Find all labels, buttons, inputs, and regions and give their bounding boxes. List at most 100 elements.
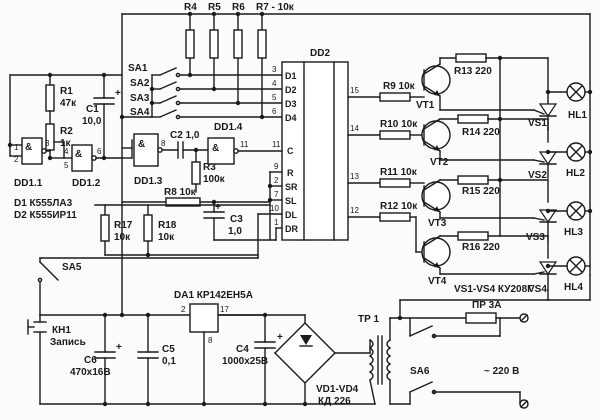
dd2-pin-dl: DL [285,210,297,220]
output-return-rails [397,55,591,321]
resistor-r16-label: R16 220 [462,242,500,253]
capacitor-c1-label: C1 [86,104,99,115]
thyristor-vs2-label: VS2 [528,170,547,181]
capacitor-c4: C4 1000x25В + [222,312,283,405]
bridge-type: КД 226 [318,396,351,407]
dd2-pin-dr: DR [285,224,298,234]
pin-number: 11 [240,140,249,149]
gate-and-symbol: & [75,149,82,160]
switch-sa1-label: SA1 [128,63,148,74]
pin-number: 1 [14,143,19,152]
pin-number: 2 [181,305,186,314]
gate-and-symbol: & [25,142,32,153]
resistor-label: R4 [184,2,197,13]
resistor-r10-label: R10 10к [380,119,418,130]
resistor-r18-value: 10к [158,232,175,243]
parts-list-line-1: D1 К555ЛА3 [14,198,73,209]
resistor-r2-value: 1к [60,138,72,149]
lamp-hl1-label: HL1 [568,110,587,121]
pin-number: 3 [45,139,50,148]
switch-sa5-label: SA5 [62,262,82,273]
output-channel-1: R9 10к R13 220 VT1 VS1 HL1 [347,53,593,131]
button-kn1-label: КН1 [52,325,71,336]
pin-number: 3 [272,65,277,74]
pin-number: 2 [14,155,19,164]
output-channel-4: R12 10к R16 220 VT4 VS4 HL4 VS1-VS4 КУ20… [347,201,591,295]
bridge-label: VD1-VD4 [316,384,359,395]
dd2-pin-d3: D3 [285,99,297,109]
switch-sa6-label: SA6 [410,366,430,377]
resistor-r17-label: R17 [114,220,133,231]
capacitor-c6-value: 470x16В [70,367,111,378]
resistor-r15-label: R15 220 [462,186,500,197]
transformer-tr1: ТР 1 [358,314,392,405]
regulator-label: DA1 КР142ЕН5А [174,290,253,301]
ground-bus [39,401,376,407]
pin-number: 1 [274,218,279,227]
resistor-label: R5 [208,2,221,13]
transformer-label: ТР 1 [358,314,380,325]
gate-dd12-label: DD1.2 [72,178,101,189]
pin-number: 9 [274,162,279,171]
transistor-vt1-label: VT1 [416,100,435,111]
pin-number: 4 [272,79,277,88]
transistor-vt4-label: VT4 [428,276,447,287]
gate-dd14-label: DD1.4 [214,122,243,133]
dd2-pin-sl: SL [285,196,297,206]
capacitor-c1-value: 10,0 [82,116,102,127]
thyristor-vs4-label: VS4 [528,284,547,295]
dd2-pin-d1: D1 [285,71,297,81]
pin-number: 4 [64,147,69,156]
resistor-r11-label: R11 10к [380,167,418,178]
pin-number: 6 [97,147,102,156]
dd2-pin-c: C [287,146,294,156]
pin-number: 6 [272,107,277,116]
dd2-label: DD2 [310,48,330,59]
pin-number: 8 [208,336,213,345]
dd2-out-14: 14 [350,124,359,133]
dd2-pin-r: R [287,168,294,178]
gate-dd11-label: DD1.1 [14,178,43,189]
parts-list-line-2: D2 К555ИР11 [14,210,77,221]
dd2-out-15: 15 [350,86,359,95]
resistor-label: R6 [232,2,245,13]
mains-label: ~ 220 В [484,366,519,377]
lamp-hl4-label: HL4 [564,282,583,293]
pin-number: 10 [270,204,279,213]
resistor-r4: R4 [184,2,197,76]
gate-and-symbol: & [138,139,145,150]
pin-number: 2 [274,176,279,185]
button-kn1-note: Запись [50,337,86,348]
pin-number: 5 [64,161,69,170]
resistor-r1-value: 47к [60,98,77,109]
switch-sa3-label: SA3 [130,93,150,104]
capacitor-c6-polarity: + [116,342,122,353]
capacitor-c3-polarity: + [215,202,221,213]
capacitor-c5-label: C5 [162,344,175,355]
transistor-vt3-label: VT3 [428,218,447,229]
capacitor-c2-label: C2 1,0 [170,130,200,141]
dd2-pin-sr: SR [285,182,298,192]
pin-number: 8 [161,139,166,148]
capacitor-c3-value: 1,0 [228,226,242,237]
thyristor-type-note: VS1-VS4 КУ208Г [454,284,533,295]
oscillator: R1 47к R2 1к C1 10,0 + & DD1.1 1 2 3 & [7,72,123,189]
output-channel-3: R11 10к R15 220 VT3 VS3 HL3 [347,167,593,243]
resistor-label: R7 - 10к [256,2,295,13]
control-inputs: R8 10к C3 1,0 + R17 10к R18 10к [94,171,283,259]
transistor-vt2-label: VT2 [430,157,449,168]
pin-number: 7 [274,190,279,199]
top-bus [121,11,591,316]
capacitor-c3-label: C3 [230,214,243,225]
resistor-r2-label: R2 [60,126,73,137]
dd2-out-13: 13 [350,172,359,181]
resistor-r9-label: R9 10к [383,81,416,92]
capacitor-c4-value: 1000x25В [222,356,268,367]
mains-input: ПР 3А SA6 ~ 220 В [389,300,529,409]
switch-bank: SA1 SA2 SA3 SA4 3 4 5 6 [119,63,283,120]
resistor-r3-label: R3 [203,162,216,173]
dd2-pin-d4: D4 [285,113,297,123]
dd2-out-12: 12 [350,206,359,215]
parts-list: D1 К555ЛА3 D2 К555ИР11 [14,198,77,221]
